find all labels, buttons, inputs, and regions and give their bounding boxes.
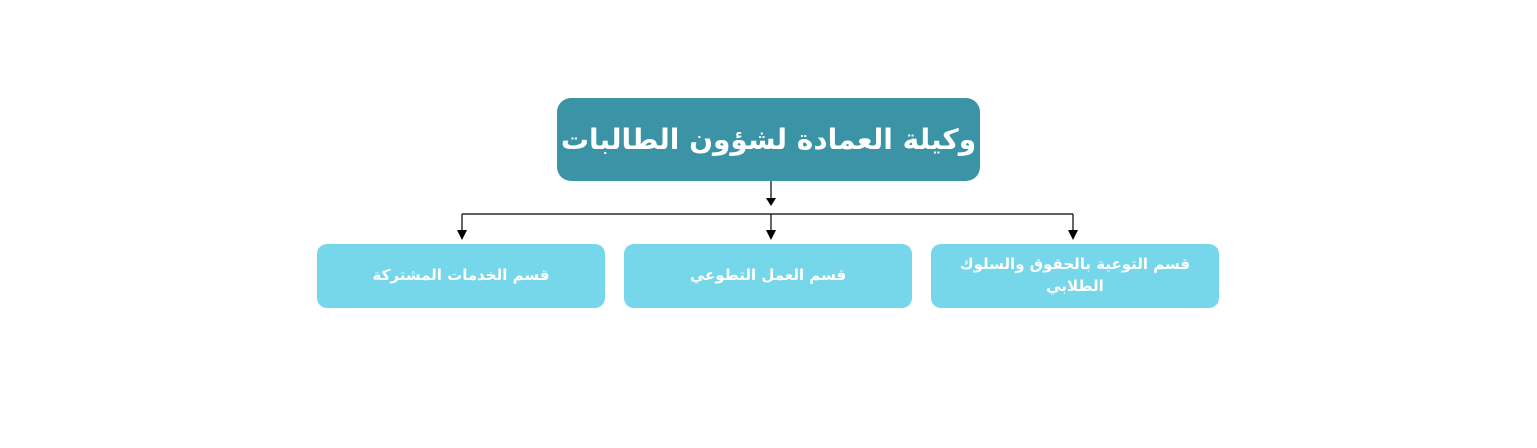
child-node-volunteer-work: قسم العمل التطوعي <box>624 244 912 308</box>
child-node-rights-awareness: قسم التوعية بالحقوق والسلوك الطلابي <box>931 244 1219 308</box>
arrow-head-icon <box>766 230 776 240</box>
arrow-head-icon <box>766 198 776 206</box>
arrow-head-icon <box>1068 230 1078 240</box>
child-node-label: قسم العمل التطوعي <box>689 266 847 285</box>
child-node-shared-services: قسم الخدمات المشتركة <box>317 244 605 308</box>
child-node-label: قسم الخدمات المشتركة <box>372 266 550 285</box>
arrow-head-icon <box>457 230 467 240</box>
root-node-label: وكيلة العمادة لشؤون الطالبات <box>560 123 977 156</box>
root-node: وكيلة العمادة لشؤون الطالبات <box>557 98 980 181</box>
child-node-label: قسم التوعية بالحقوق والسلوك الطلابي <box>959 255 1191 295</box>
